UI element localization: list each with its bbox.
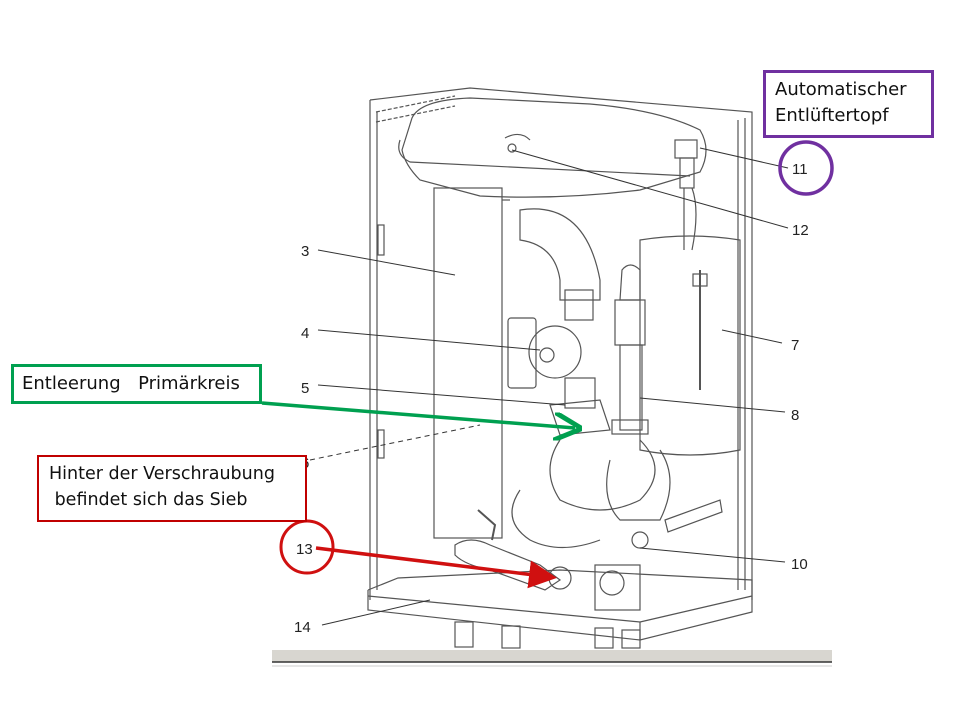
pressure-gauge	[599, 570, 625, 596]
arrow-drain-primary	[261, 401, 575, 428]
annotation-line: Entleerung Primärkreis	[22, 373, 240, 394]
hinge-lower	[377, 429, 385, 459]
callout-8: 8	[791, 407, 799, 424]
pump-control-box	[507, 317, 537, 389]
filter-pipe	[454, 539, 562, 591]
callout-5: 5	[301, 380, 309, 397]
footer-band	[272, 650, 832, 662]
annotation-automatic-vent-pot: Automatischer Entlüftertopf	[763, 70, 934, 138]
annotation-drain-primary-circuit: Entleerung Primärkreis	[11, 364, 262, 404]
vessel-valve	[507, 143, 517, 153]
annotation-line: Entlüftertopf	[775, 105, 889, 126]
callout-12: 12	[792, 222, 809, 239]
air-vent-head	[674, 139, 698, 159]
annotation-filter-location: Hinter der Verschraubung befindet sich d…	[37, 455, 307, 522]
highlight-circle-13	[279, 519, 335, 575]
backup-heater-tank	[639, 235, 741, 456]
highlight-circle-11	[778, 140, 834, 196]
callout-7: 7	[791, 337, 799, 354]
callout-4: 4	[301, 325, 309, 342]
annotation-line: befindet sich das Sieb	[49, 490, 248, 510]
callout-3: 3	[301, 243, 309, 260]
arrow-filter	[315, 546, 557, 589]
expansion-vessel	[401, 97, 707, 198]
cabinet-top-edge	[369, 87, 753, 600]
elbow-pipe	[519, 208, 601, 301]
connection-10	[631, 531, 649, 549]
flow-pipe-8	[619, 344, 643, 431]
annotation-line: Hinter der Verschraubung	[49, 464, 275, 484]
insulated-manifold	[549, 439, 656, 511]
annotation-line: Automatischer	[775, 79, 907, 100]
callout-10: 10	[791, 556, 808, 573]
connector-foot	[454, 621, 474, 648]
callout-13: 13	[296, 541, 313, 558]
callout-labels: 3 4 5 6 7 8 10 11 12 13 14	[294, 161, 809, 636]
callout-11: 11	[792, 161, 808, 178]
circulation-pump	[528, 325, 582, 379]
callout-14: 14	[294, 619, 311, 636]
support-bracket	[664, 499, 723, 533]
vent-pipes	[683, 187, 697, 251]
electric-box	[433, 187, 503, 539]
unit-line-art	[367, 87, 753, 649]
hinge-upper	[377, 224, 385, 256]
pressure-gauge-plate	[594, 564, 641, 611]
drain-valve	[549, 399, 611, 436]
leader-lines	[309, 147, 789, 626]
